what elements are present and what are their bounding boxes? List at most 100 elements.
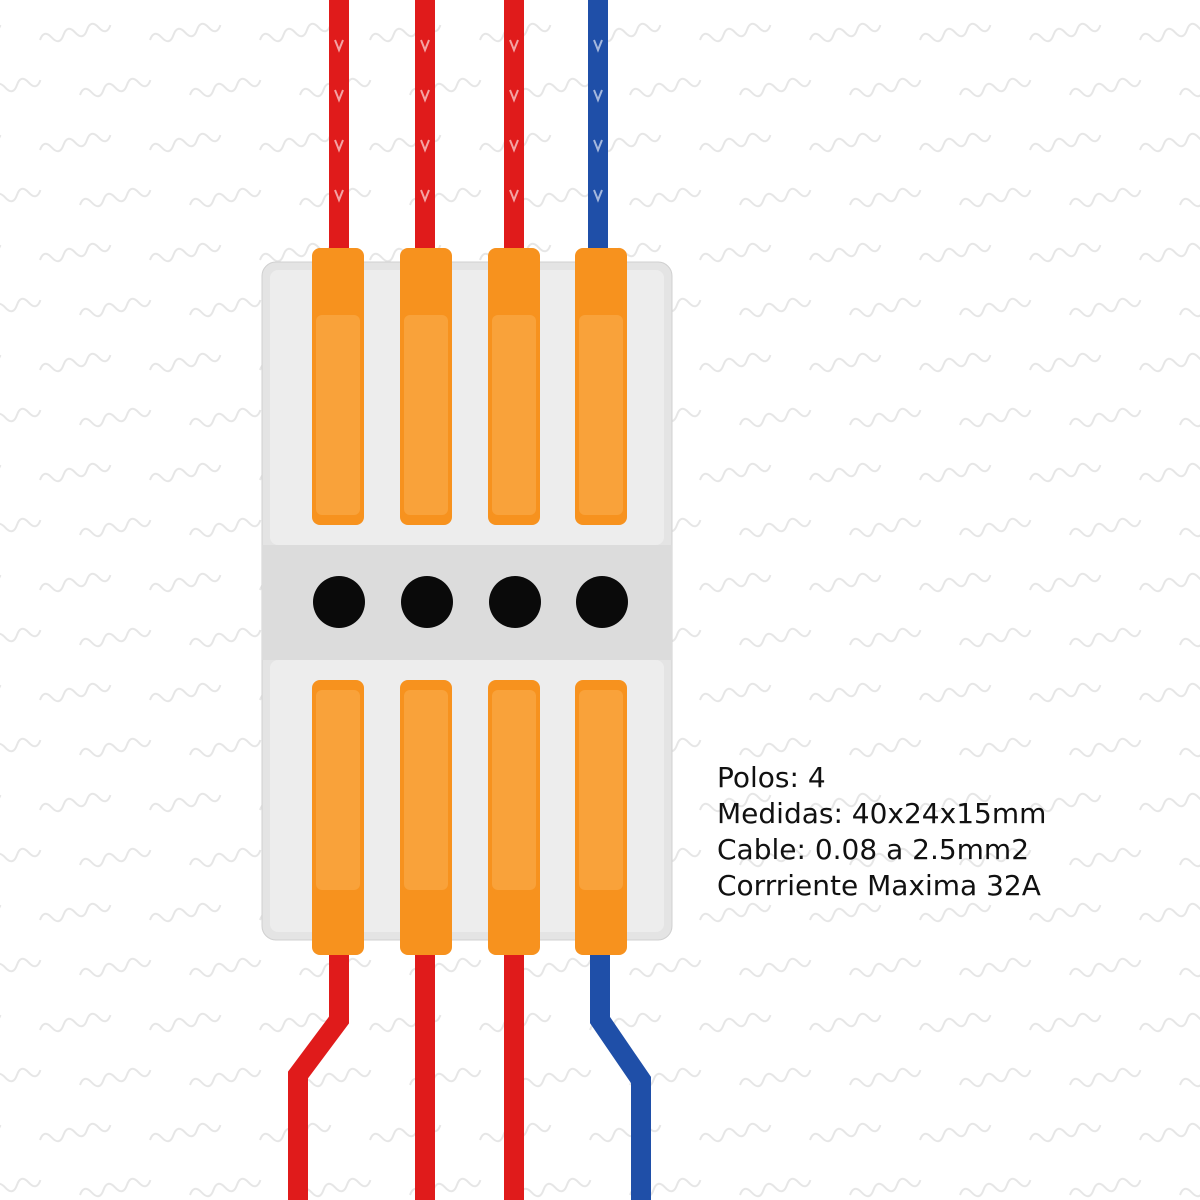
arrow-icon [420,189,430,203]
arrow-icon [593,89,603,103]
watermark-mark [959,297,1032,318]
watermark-mark [0,132,2,153]
watermark-mark [39,792,112,813]
test-hole [576,576,628,628]
watermark-mark [699,902,772,923]
watermark-mark [1139,682,1200,703]
watermark-mark [809,242,882,263]
watermark-mark [809,462,882,483]
watermark-mark [809,1122,882,1143]
arrow-icon [334,139,344,153]
lever-grip [404,315,448,515]
arrow-icon [593,189,603,203]
watermark-mark [259,1012,332,1033]
watermark-mark [259,132,332,153]
watermark-mark [849,297,922,318]
watermark-mark [809,682,882,703]
watermark-mark [189,297,262,318]
watermark-mark [79,77,152,98]
arrow-icon [334,39,344,53]
watermark-mark [629,957,702,978]
watermark-mark [299,1067,372,1088]
watermark-mark [1069,1067,1142,1088]
watermark-mark [739,77,812,98]
watermark-mark [1179,187,1200,208]
watermark-mark [959,407,1032,428]
watermark-mark [739,187,812,208]
watermark-mark [0,682,2,703]
watermark-mark [1029,682,1102,703]
watermark-mark [809,1012,882,1033]
watermark-mark [189,1177,262,1198]
watermark-mark [959,737,1032,758]
lever-grip [492,315,536,515]
watermark-mark [79,1177,152,1198]
watermark-mark [809,792,882,813]
spec-current: Corrriente Maxima 32A [717,869,1041,902]
watermark-mark [959,1177,1032,1198]
watermark-mark [1179,517,1200,538]
watermark-mark [699,352,772,373]
watermark-mark [149,22,222,43]
watermark-mark [1139,792,1200,813]
watermark-mark [849,737,922,758]
watermark-mark [739,517,812,538]
watermark-mark [739,627,812,648]
watermark-mark [39,132,112,153]
watermark-mark [149,902,222,923]
watermark-mark [919,1012,992,1033]
watermark-mark [739,1177,812,1198]
watermark-mark [809,22,882,43]
watermark-mark [1029,22,1102,43]
watermark-mark [959,847,1032,868]
lever-grip [404,690,448,890]
lever-grip [492,690,536,890]
watermark-mark [79,297,152,318]
watermark-mark [39,1012,112,1033]
watermark-mark [919,902,992,923]
watermark-mark [0,187,42,208]
watermark-mark [79,627,152,648]
watermark-mark [1179,957,1200,978]
watermark-mark [0,1067,42,1088]
spec-poles: Polos: 4 [717,761,826,794]
watermark-mark [699,1012,772,1033]
watermark-mark [79,737,152,758]
watermark-mark [1139,462,1200,483]
watermark-mark [699,22,772,43]
watermark-mark [849,517,922,538]
watermark-mark [0,22,2,43]
watermark-mark [1139,132,1200,153]
watermark-mark [0,407,42,428]
watermark-mark [0,462,2,483]
watermark-mark [1029,902,1102,923]
watermark-mark [519,187,592,208]
watermark-mark [0,77,42,98]
watermark-mark [1069,737,1142,758]
watermark-mark [919,572,992,593]
watermark-mark [39,462,112,483]
watermark-mark [1069,517,1142,538]
watermark-mark [519,1067,592,1088]
watermark-mark [959,77,1032,98]
watermark-mark [1139,242,1200,263]
watermark-mark [919,132,992,153]
arrow-icon [509,139,519,153]
watermark-mark [0,572,2,593]
watermark-mark [739,957,812,978]
watermark-mark [919,242,992,263]
watermark-mark [809,352,882,373]
watermark-mark [259,22,332,43]
watermark-mark [1069,1177,1142,1198]
watermark-mark [739,847,812,868]
watermark-mark [809,132,882,153]
watermark-mark [0,242,2,263]
watermark-mark [849,187,922,208]
watermark-mark [1069,297,1142,318]
watermark-mark [809,572,882,593]
arrow-icon [420,39,430,53]
watermark-mark [519,1177,592,1198]
arrow-icon [593,39,603,53]
watermark-mark [1029,242,1102,263]
